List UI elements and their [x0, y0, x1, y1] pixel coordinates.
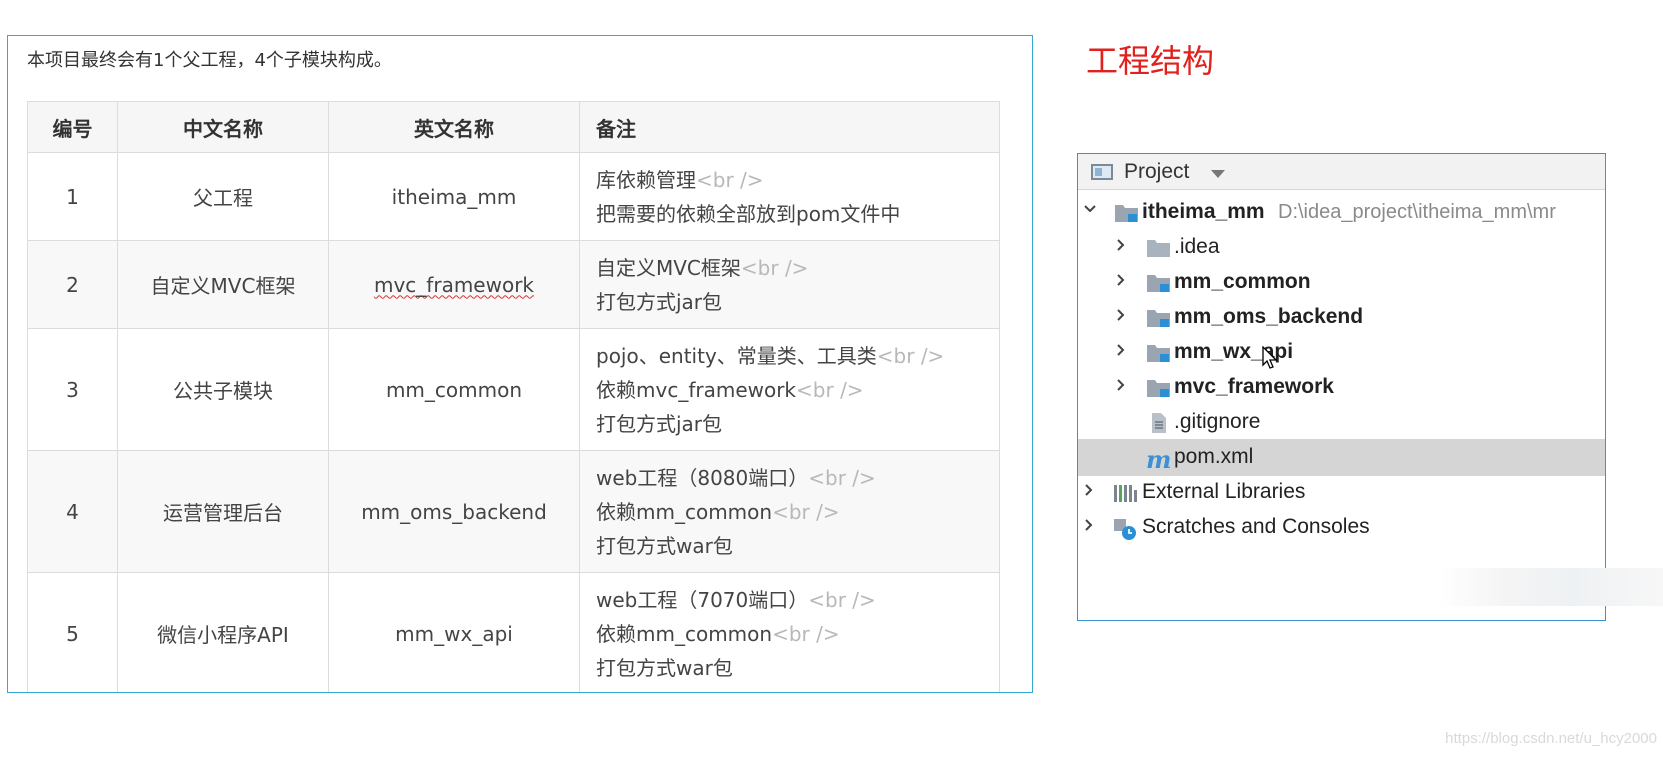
remark-line: 依赖mm_common<br /> [596, 621, 840, 646]
chevron-right-icon[interactable] [1084, 484, 1094, 496]
remark-line: 打包方式jar包 [596, 411, 723, 436]
tree-item-label: itheima_mm [1142, 200, 1265, 223]
table-header-row: 编号 中文名称 英文名称 备注 [27, 101, 1000, 153]
cell-english-name: mvc_framework [328, 240, 580, 329]
cell-chinese-name: 父工程 [117, 152, 329, 241]
module-folder-icon [1146, 377, 1172, 399]
cell-remarks: 自定义MVC框架<br /> 打包方式jar包 [579, 240, 1000, 329]
tree-item-scratches[interactable]: Scratches and Consoles [1078, 509, 1605, 546]
tree-item-mm-oms-backend[interactable]: mm_oms_backend [1078, 299, 1605, 336]
chevron-right-icon[interactable] [1116, 344, 1126, 356]
remark-line: 打包方式war包 [596, 655, 733, 680]
tree-item-pom-xml[interactable]: m pom.xml [1078, 439, 1605, 476]
cell-remarks: 库依赖管理<br /> 把需要的依赖全部放到pom文件中 [579, 152, 1000, 241]
module-folder-icon [1114, 202, 1140, 224]
tree-item-mm-common[interactable]: mm_common [1078, 264, 1605, 301]
cell-number: 4 [27, 450, 118, 573]
chevron-right-icon[interactable] [1116, 274, 1126, 286]
cell-chinese-name: 自定义MVC框架 [117, 240, 329, 329]
cell-english-name: mm_common [328, 328, 580, 451]
library-icon [1112, 482, 1138, 504]
intro-text: 本项目最终会有1个父工程，4个子模块构成。 [27, 50, 392, 71]
cell-number: 5 [27, 572, 118, 692]
tree-item-gitignore[interactable]: .gitignore [1078, 404, 1605, 441]
cell-chinese-name: 运营管理后台 [117, 450, 329, 573]
chevron-right-icon[interactable] [1116, 309, 1126, 321]
table-row: 3 公共子模块 mm_common pojo、entity、常量类、工具类<br… [27, 328, 1000, 451]
remark-line: web工程（7070端口）<br /> [596, 587, 876, 612]
remark-line: 库依赖管理<br /> [596, 167, 764, 192]
chevron-down-icon[interactable] [1211, 170, 1225, 178]
blurred-region [1440, 568, 1663, 606]
cell-number: 3 [27, 328, 118, 451]
tree-item-mm-wx-api[interactable]: mm_wx_api [1078, 334, 1605, 371]
module-folder-icon [1146, 342, 1172, 364]
header-number: 编号 [27, 101, 118, 153]
header-chinese-name: 中文名称 [117, 101, 329, 153]
cell-number: 1 [27, 152, 118, 241]
tree-item-external-libraries[interactable]: External Libraries [1078, 474, 1605, 511]
module-table-panel: 本项目最终会有1个父工程，4个子模块构成。 编号 中文名称 英文名称 备注 1 … [7, 35, 1033, 693]
remark-line: 自定义MVC框架<br /> [596, 255, 809, 280]
text-file-icon [1148, 412, 1174, 434]
tree-item-label: .gitignore [1174, 410, 1261, 433]
tree-item-label: External Libraries [1142, 480, 1306, 503]
cell-english-name: itheima_mm [328, 152, 580, 241]
tree-item-label: pom.xml [1174, 445, 1254, 468]
remark-line: 把需要的依赖全部放到pom文件中 [596, 201, 901, 226]
tree-item-mvc-framework[interactable]: mvc_framework [1078, 369, 1605, 406]
module-table: 编号 中文名称 英文名称 备注 1 父工程 itheima_mm 库依赖管理<b… [27, 101, 1000, 692]
table-row: 2 自定义MVC框架 mvc_framework 自定义MVC框架<br /> … [27, 240, 1000, 329]
project-window-icon [1091, 164, 1113, 180]
tree-item-label: Scratches and Consoles [1142, 515, 1370, 538]
cell-chinese-name: 微信小程序API [117, 572, 329, 692]
tree-item-label: mm_common [1174, 270, 1311, 293]
tree-item-label: mvc_framework [1174, 375, 1334, 398]
watermark: https://blog.csdn.net/u_hcy2000 [1445, 730, 1657, 747]
tree-item-label: .idea [1174, 235, 1220, 258]
tree-item-idea[interactable]: .idea [1078, 229, 1605, 266]
remark-line: pojo、entity、常量类、工具类<br /> [596, 343, 945, 368]
cell-chinese-name: 公共子模块 [117, 328, 329, 451]
remark-line: 依赖mm_common<br /> [596, 499, 840, 524]
table-row: 1 父工程 itheima_mm 库依赖管理<br /> 把需要的依赖全部放到p… [27, 152, 1000, 241]
cell-number: 2 [27, 240, 118, 329]
chevron-right-icon[interactable] [1084, 519, 1094, 531]
table-row: 4 运营管理后台 mm_oms_backend web工程（8080端口）<br… [27, 450, 1000, 573]
module-folder-icon [1146, 307, 1172, 329]
cell-remarks: web工程（8080端口）<br /> 依赖mm_common<br /> 打包… [579, 450, 1000, 573]
remark-line: web工程（8080端口）<br /> [596, 465, 876, 490]
table-row: 5 微信小程序API mm_wx_api web工程（7070端口）<br />… [27, 572, 1000, 692]
cell-english-name: mm_oms_backend [328, 450, 580, 573]
tree-item-label: mm_oms_backend [1174, 305, 1364, 328]
chevron-right-icon[interactable] [1116, 239, 1126, 251]
project-panel-header[interactable]: Project [1078, 154, 1605, 190]
header-remarks: 备注 [579, 101, 1000, 153]
remark-line: 打包方式jar包 [596, 289, 723, 314]
project-tool-window: Project itheima_mm D:\idea_project\ithei… [1077, 153, 1606, 621]
module-folder-icon [1146, 272, 1172, 294]
folder-icon [1146, 237, 1172, 259]
remark-line: 打包方式war包 [596, 533, 733, 558]
header-english-name: 英文名称 [328, 101, 580, 153]
remark-line: 依赖mvc_framework<br /> [596, 377, 864, 402]
chevron-down-icon[interactable] [1084, 204, 1096, 214]
cell-remarks: pojo、entity、常量类、工具类<br /> 依赖mvc_framewor… [579, 328, 1000, 451]
project-view-title[interactable]: Project [1124, 160, 1190, 183]
section-title: 工程结构 [1086, 42, 1215, 80]
maven-icon: m [1146, 445, 1172, 474]
cell-english-name: mm_wx_api [328, 572, 580, 692]
root-path: D:\idea_project\itheima_mm\mr [1278, 201, 1556, 223]
scratches-icon [1112, 517, 1138, 540]
tree-item-root[interactable]: itheima_mm D:\idea_project\itheima_mm\mr [1078, 194, 1605, 231]
chevron-right-icon[interactable] [1116, 379, 1126, 391]
cell-remarks: web工程（7070端口）<br /> 依赖mm_common<br /> 打包… [579, 572, 1000, 692]
mouse-cursor-icon [1262, 345, 1278, 376]
